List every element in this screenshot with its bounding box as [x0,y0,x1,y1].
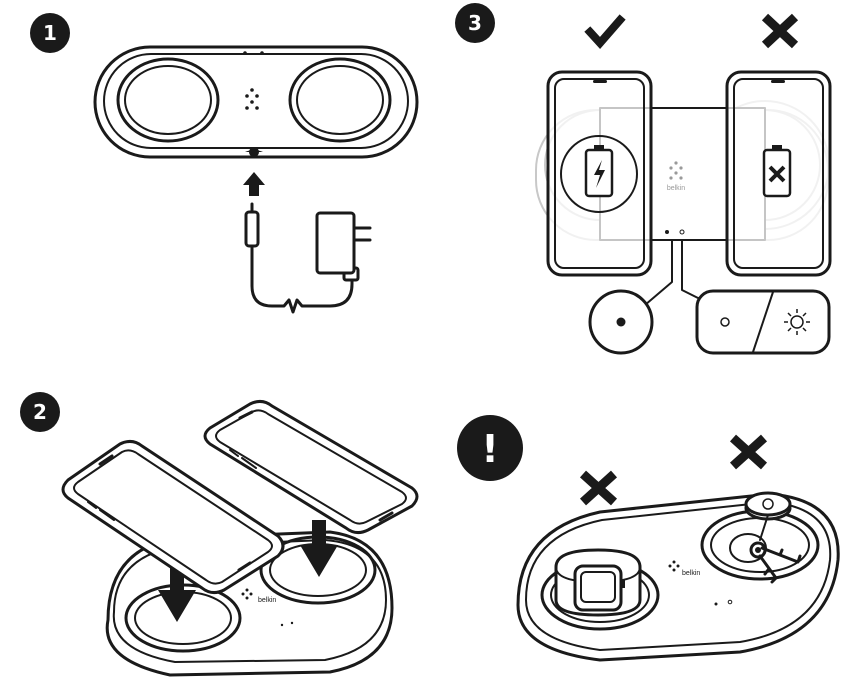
belkin-logo [245,88,259,110]
phone-right [203,399,419,535]
cross-icon [761,13,799,49]
up-arrow-icon [243,172,265,196]
charging-pad-top-view [93,45,419,159]
step-1-badge: 1 [30,13,70,53]
step-2-panel: 2 belkin [20,392,419,677]
warning-badge: ! [457,415,523,481]
warning-panel: ! belkin [457,415,840,662]
battery-charging-icon [584,145,614,198]
step-3-panel: 3 belkin [455,3,832,355]
phone-charging [546,70,653,277]
led-indicator-callout [695,289,831,355]
sun-icon [784,309,810,335]
step-2-badge: 2 [20,392,60,432]
step-2-number: 2 [33,400,47,424]
phone-not-charging [725,70,832,277]
power-adapter-icon [244,202,372,314]
step-1-panel: 1 [30,13,419,314]
led-indicator-off-callout [588,289,654,355]
phone-left [61,439,285,595]
keys-object [729,491,802,584]
step-1-number: 1 [43,21,57,45]
step-3-number: 3 [468,11,482,35]
pad2-brand-label: belkin [258,597,276,604]
pad-brand-label: belkin [667,185,685,192]
smartwatch-object [554,548,642,617]
battery-error-icon [762,145,792,198]
pad3-brand-label: belkin [682,570,700,577]
checkmark-icon [584,14,626,50]
down-arrow-icon [158,565,196,622]
cross-icon [579,470,618,506]
cross-icon [729,434,768,470]
step-3-badge: 3 [455,3,495,43]
warning-symbol: ! [481,427,498,471]
down-arrow-icon [300,520,338,577]
